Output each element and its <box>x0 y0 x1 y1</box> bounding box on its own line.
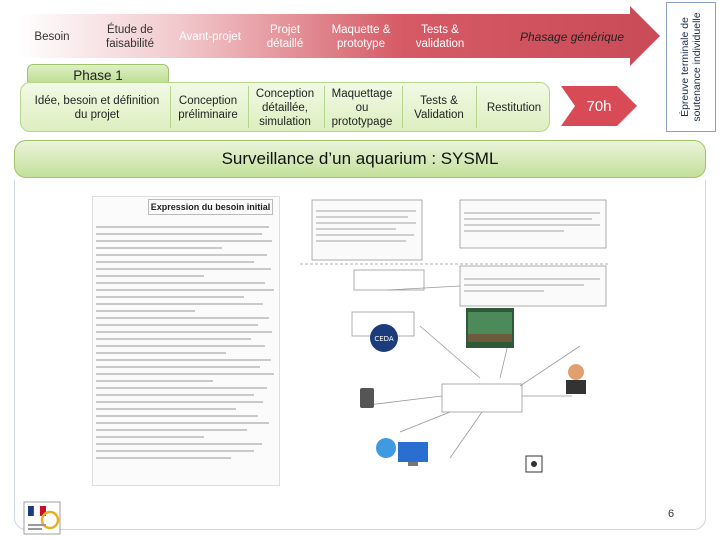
hours-arrow: 70h <box>561 84 637 128</box>
divider <box>324 86 325 128</box>
phase-header-arrow <box>18 6 660 68</box>
divider <box>402 86 403 128</box>
phase-cell-restitution: Restitution <box>486 102 542 114</box>
doc-text-lines <box>96 226 276 464</box>
stage-besoin: Besoin <box>34 31 70 43</box>
phase-row <box>20 82 550 132</box>
phase-cell-tests: Tests & Validation <box>414 95 464 121</box>
divider <box>170 86 171 128</box>
page-title: Surveillance d’un aquarium : SYSML <box>14 140 706 178</box>
phasage-label: Phasage générique <box>520 30 625 44</box>
stage-maquette-prototype: Maquette & prototype <box>331 24 391 50</box>
phase-cell-idee: Idée, besoin et définition du projet <box>34 95 160 121</box>
ministry-logo <box>22 500 62 536</box>
stage-tests-validation: Tests & validation <box>415 24 465 50</box>
svg-text:CEDA: CEDA <box>374 335 394 343</box>
stage-projet-detaille: Projet détaillé <box>266 24 304 50</box>
stage-etude-faisabilite: Étude de faisabilité <box>106 24 154 50</box>
sysml-diagram-image: CEDA <box>300 196 610 484</box>
epreuve-box: Épreuve terminale de soutenance individu… <box>666 2 716 132</box>
phase-cell-maquettage: Maquettage ou prototypage <box>331 88 393 128</box>
page-number: 6 <box>668 508 675 520</box>
hours-label: 70h <box>586 97 612 115</box>
phase-cell-conception-preliminaire: Conception préliminaire <box>178 95 238 121</box>
doc-title: Expression du besoin initial <box>148 199 273 215</box>
phase-cell-conception-detaillee: Conception détaillée, simulation <box>255 88 315 128</box>
epreuve-label: Épreuve terminale de soutenance individu… <box>679 12 703 122</box>
divider <box>476 86 477 128</box>
stage-avant-projet: Avant-projet <box>179 31 241 43</box>
divider <box>248 86 249 128</box>
